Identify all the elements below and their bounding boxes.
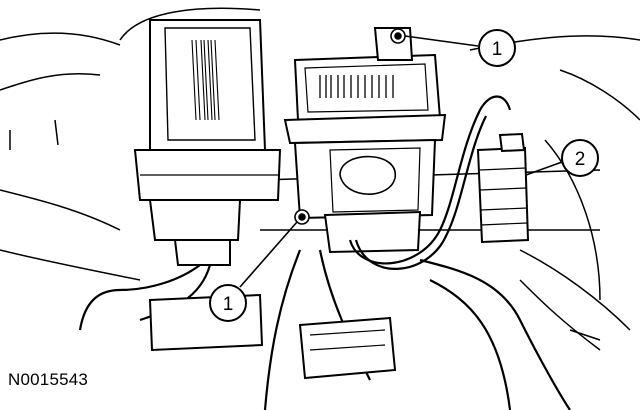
right-control-module [283,27,447,254]
callout-2: 2 [525,139,599,177]
callout-1-upper-label: 1 [492,39,503,60]
right-module-barcode [319,75,394,98]
bolt-upper [390,28,406,44]
left-module-barcode [191,39,220,121]
callout-1-lower-label: 1 [223,294,234,315]
lower-actuator [148,293,397,380]
left-control-module [133,19,282,266]
callout-1-upper: 1 [404,29,516,67]
electrical-connector [476,132,530,244]
callout-2-label: 2 [575,149,586,170]
bolt-lower [294,209,310,225]
figure-id: N0015543 [8,370,89,389]
callout-1-lower: 1 [209,221,298,322]
